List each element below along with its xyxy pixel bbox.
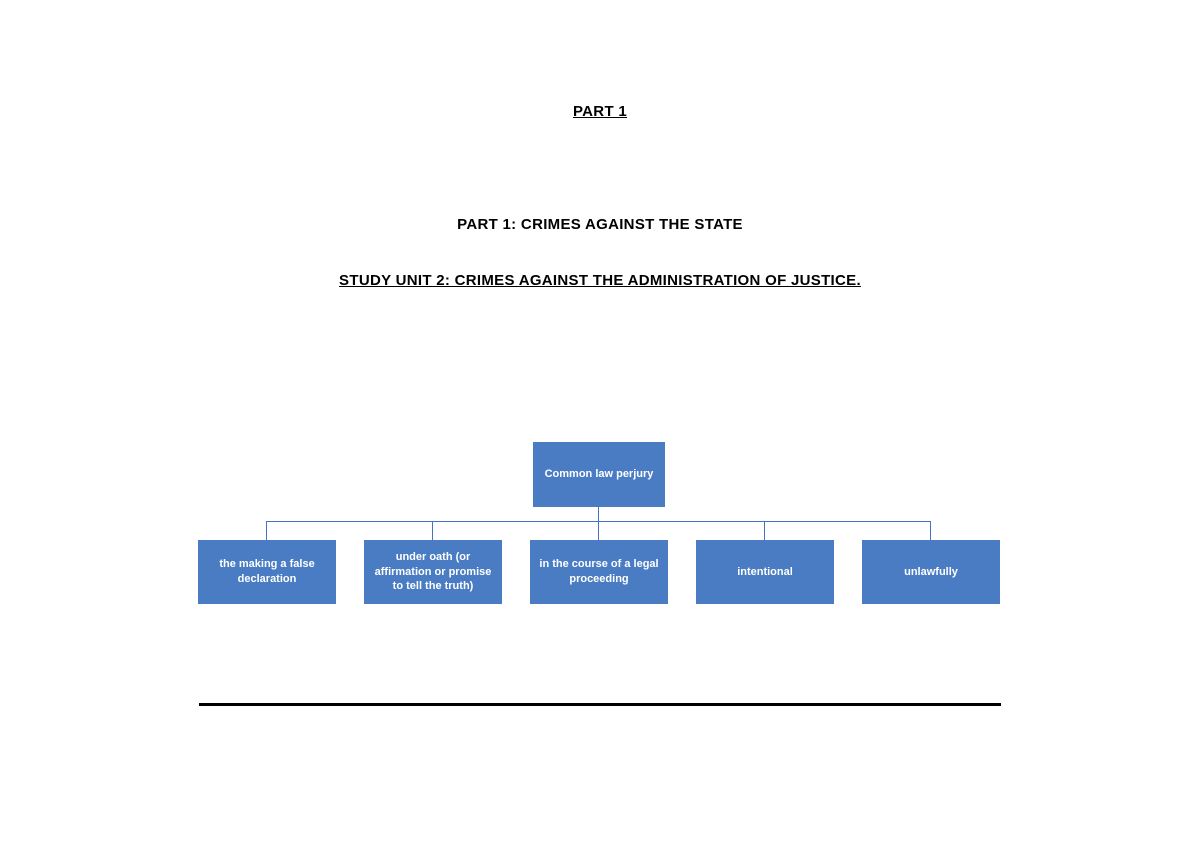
connector-child-stub bbox=[930, 521, 931, 540]
child-node-label: under oath (or affirmation or promise to… bbox=[374, 550, 492, 593]
child-node-intentional: intentional bbox=[696, 540, 834, 604]
study-unit-heading: STUDY UNIT 2: CRIMES AGAINST THE ADMINIS… bbox=[339, 272, 861, 289]
connector-child-stub bbox=[432, 521, 433, 540]
page-title: PART 1 bbox=[572, 103, 628, 120]
root-node-label: Common law perjury bbox=[544, 468, 654, 481]
connector-root-stub bbox=[598, 507, 599, 521]
child-node-legal-proceeding: in the course of a legal proceeding bbox=[530, 540, 668, 604]
child-node-label: in the course of a legal proceeding bbox=[539, 558, 659, 585]
connector-child-stub bbox=[598, 521, 599, 540]
horizontal-rule bbox=[199, 703, 1001, 706]
child-node-label: unlawfully bbox=[904, 565, 958, 578]
connector-child-stub bbox=[266, 521, 267, 540]
child-node-label: intentional bbox=[737, 565, 793, 578]
child-node-label: the making a false declaration bbox=[219, 558, 315, 585]
section-heading: PART 1: CRIMES AGAINST THE STATE bbox=[457, 216, 743, 233]
connector-child-stub bbox=[764, 521, 765, 540]
child-node-unlawfully: unlawfully bbox=[862, 540, 1000, 604]
root-node: Common law perjury bbox=[533, 442, 665, 507]
child-node-under-oath: under oath (or affirmation or promise to… bbox=[364, 540, 502, 604]
child-node-false-declaration: the making a false declaration bbox=[198, 540, 336, 604]
